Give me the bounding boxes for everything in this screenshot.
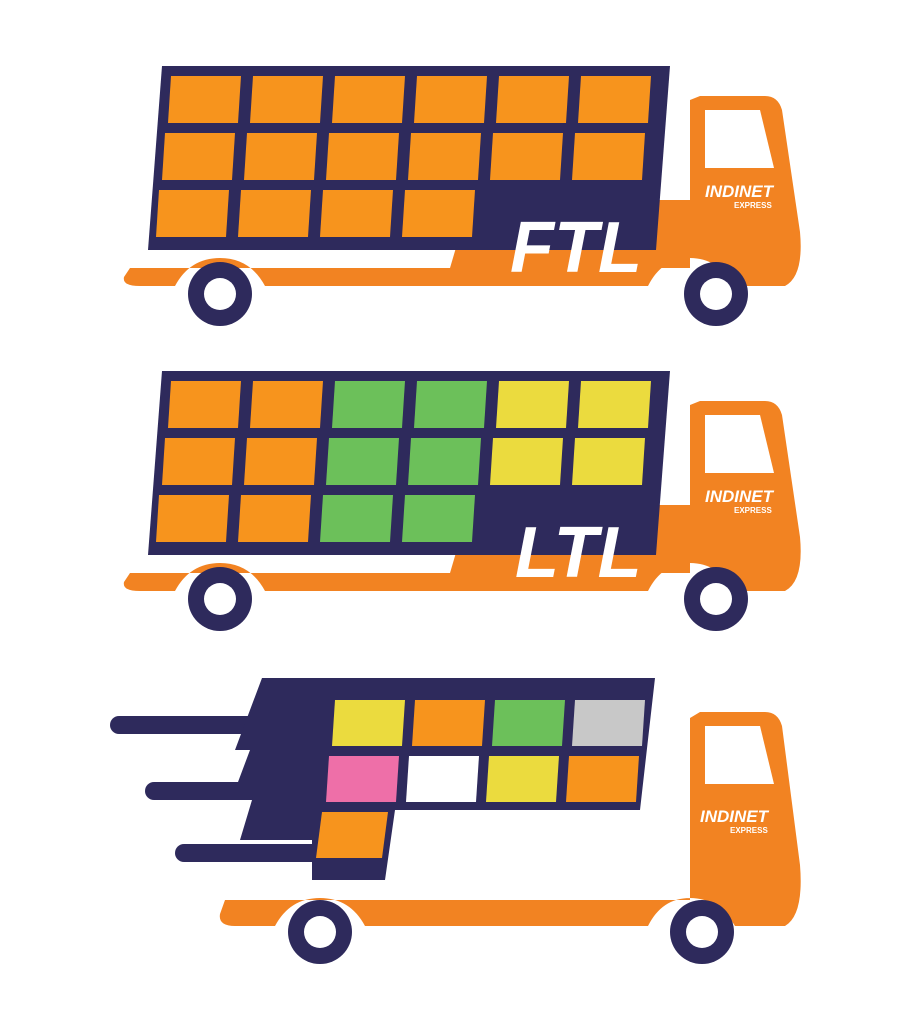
truck-ftl: FTL INDINET EXPRESS	[0, 0, 923, 340]
cab-window	[705, 110, 774, 168]
cargo-cell-green	[408, 438, 481, 485]
cargo-cell-orange	[414, 76, 487, 123]
cargo-cell-yellow	[578, 381, 651, 428]
truck-label: EXPRESS	[400, 838, 674, 903]
truck-label: LTL	[515, 513, 642, 593]
cargo-cell-yellow	[496, 381, 569, 428]
cargo-cell-green	[332, 381, 405, 428]
brand-sub: EXPRESS	[730, 826, 768, 835]
cargo-cell-orange	[490, 133, 563, 180]
truck-ftl-graphic: FTL INDINET EXPRESS	[123, 66, 801, 326]
rear-wheel-hub	[304, 916, 336, 948]
cab-window	[705, 726, 774, 784]
cargo-cell-orange	[316, 812, 388, 858]
front-wheel-hub	[686, 916, 718, 948]
cargo-cell-yellow	[332, 700, 405, 746]
cargo-cell-orange	[412, 700, 485, 746]
cargo-cell-orange	[250, 76, 323, 123]
rear-wheel-hub	[204, 583, 236, 615]
cargo-cells	[156, 381, 651, 542]
cargo-cell-yellow	[490, 438, 563, 485]
cargo-cell-orange	[244, 133, 317, 180]
cargo-cell-orange	[168, 76, 241, 123]
cargo-cell-green	[326, 438, 399, 485]
cargo-cell-orange	[162, 133, 235, 180]
cargo-cell-orange	[578, 76, 651, 123]
cargo-cell-orange	[332, 76, 405, 123]
cargo-cell-orange	[238, 495, 311, 542]
cargo-cell-orange	[168, 381, 241, 428]
cargo-cell-green	[492, 700, 565, 746]
truck-label: FTL	[510, 208, 642, 288]
cargo-cell-gray	[572, 700, 645, 746]
cargo-cell-orange	[156, 190, 229, 237]
front-wheel-hub	[700, 583, 732, 615]
cargo-cell-green	[320, 495, 393, 542]
truck-ltl-graphic: LTL INDINET EXPRESS	[123, 371, 801, 631]
cab-window	[705, 415, 774, 473]
brand-sub: EXPRESS	[734, 201, 772, 210]
cargo-cell-orange	[238, 190, 311, 237]
rear-wheel-hub	[204, 278, 236, 310]
cargo-cell-orange	[566, 756, 639, 802]
cargo-cells	[316, 700, 645, 858]
cargo-cell-orange	[496, 76, 569, 123]
cargo-cell-orange	[326, 133, 399, 180]
cargo-cell-yellow	[572, 438, 645, 485]
cargo-cell-green	[402, 495, 475, 542]
cargo-cell-orange	[320, 190, 393, 237]
cargo-cell-orange	[402, 190, 475, 237]
brand-name: INDINET	[705, 182, 775, 201]
cargo-cell-pink	[326, 756, 399, 802]
brand-sub: EXPRESS	[734, 506, 772, 515]
cargo-cell-yellow	[486, 756, 559, 802]
cargo-cell-orange	[244, 438, 317, 485]
brand-name: INDINET	[700, 807, 770, 826]
brand-name: INDINET	[705, 487, 775, 506]
front-wheel-hub	[700, 278, 732, 310]
cargo-cell-orange	[572, 133, 645, 180]
cargo-cell-orange	[156, 495, 229, 542]
cargo-cell-orange	[250, 381, 323, 428]
cargo-cell-orange	[162, 438, 235, 485]
cargo-cells	[156, 76, 651, 237]
cargo-cell-orange	[408, 133, 481, 180]
truck-express-graphic: EXPRESS INDINET EXPRESS	[110, 678, 801, 964]
truck-ltl: LTL INDINET EXPRESS	[0, 305, 923, 645]
cargo-cell-green	[414, 381, 487, 428]
truck-express: EXPRESS INDINET EXPRESS	[0, 660, 923, 1000]
cargo-cell-white	[406, 756, 479, 802]
